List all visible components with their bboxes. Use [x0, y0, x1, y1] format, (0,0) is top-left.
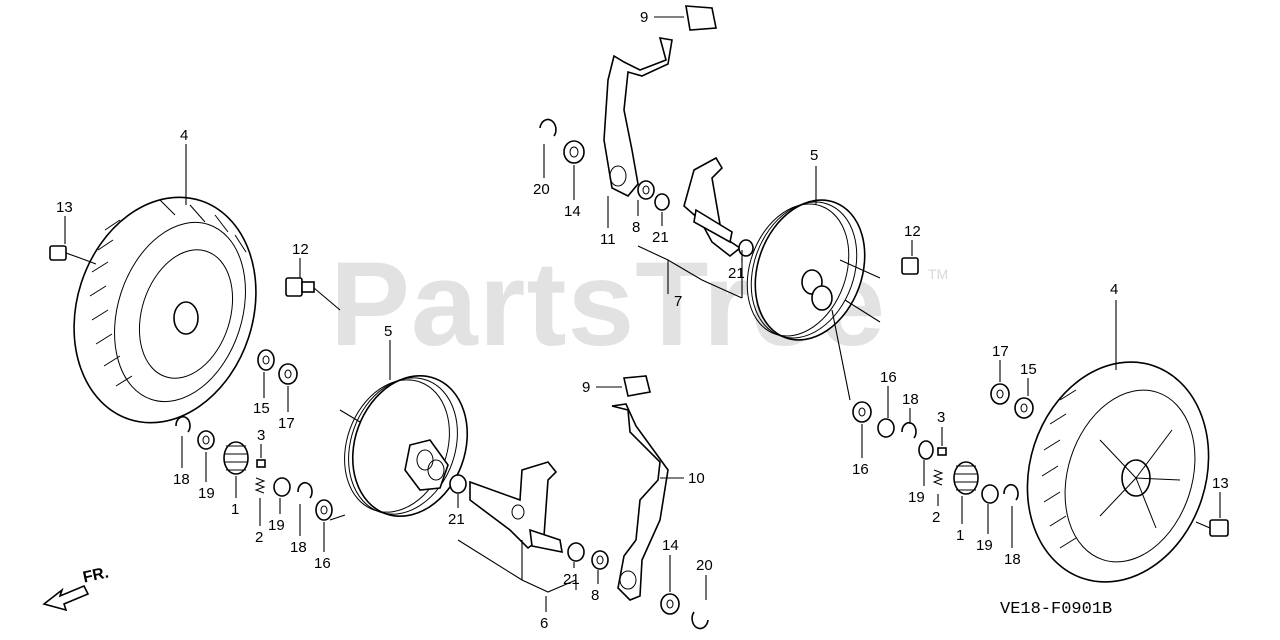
cap-part-9-lower[interactable] — [623, 375, 651, 397]
callout-18-left-2: 18 — [290, 539, 307, 556]
cap-part-9-upper[interactable] — [685, 5, 717, 31]
lever-part-11[interactable] — [603, 37, 673, 197]
bolt-part-13-left[interactable] — [49, 245, 81, 261]
callout-20-upper: 20 — [533, 181, 550, 198]
callout-21-center-right: 21 — [563, 571, 580, 588]
callout-7: 7 — [674, 293, 682, 310]
bolt-part-12-right[interactable] — [901, 257, 919, 275]
callout-14-lower: 14 — [662, 537, 679, 554]
callout-6: 6 — [540, 615, 548, 632]
bushing-part-8-upper[interactable] — [637, 180, 655, 200]
washer-part-14-upper[interactable] — [563, 140, 585, 164]
lever-part-10[interactable] — [611, 403, 669, 601]
gear-part-1-right[interactable] — [953, 461, 979, 495]
washer-part-15-left[interactable] — [257, 349, 275, 371]
callout-2-left: 2 — [255, 529, 263, 546]
callout-4-right: 4 — [1110, 281, 1118, 298]
shaft-bracket-part-7[interactable] — [683, 156, 742, 258]
bearing-part-21-upper-2[interactable] — [738, 239, 754, 257]
callout-18-right: 18 — [902, 391, 919, 408]
washer-part-17-right[interactable] — [990, 383, 1010, 405]
clip-part-18-left-2[interactable] — [297, 481, 313, 499]
callout-12-right: 12 — [904, 223, 921, 240]
bolt-part-13-right[interactable] — [1195, 519, 1229, 537]
callout-13-right: 13 — [1212, 475, 1229, 492]
washer-part-19-right-2[interactable] — [981, 484, 999, 504]
callout-18-left: 18 — [173, 471, 190, 488]
callout-16-right-2: 16 — [852, 461, 869, 478]
callout-5-right: 5 — [810, 147, 818, 164]
washer-part-19-left[interactable] — [197, 430, 215, 450]
callout-17-left: 17 — [278, 415, 295, 432]
clip-part-18-right[interactable] — [901, 421, 917, 439]
trademark-mark: TM — [928, 266, 949, 282]
shaft-bracket-part-6[interactable] — [469, 461, 563, 554]
callout-11: 11 — [600, 231, 616, 248]
washer-part-15-right[interactable] — [1014, 397, 1034, 419]
spring-part-2-left[interactable] — [254, 477, 266, 494]
callout-8-upper: 8 — [632, 219, 640, 236]
callout-12-left: 12 — [292, 241, 309, 258]
gear-part-1-left[interactable] — [223, 441, 249, 475]
callout-17-right: 17 — [992, 343, 1009, 360]
clip-part-20-upper[interactable] — [539, 118, 557, 137]
washer-part-16-right[interactable] — [852, 401, 872, 423]
callout-16-left: 16 — [314, 555, 331, 572]
bolt-part-12-left[interactable] — [285, 277, 315, 297]
callout-19-left-2: 19 — [268, 517, 285, 534]
callout-21-center-left: 21 — [448, 511, 465, 528]
clip-part-18-left[interactable] — [175, 415, 191, 433]
bearing-part-21-left-2[interactable] — [567, 542, 585, 562]
washer-part-14-lower[interactable] — [660, 593, 680, 615]
callout-21-upper: 21 — [652, 229, 669, 246]
bearing-part-21-left[interactable] — [449, 474, 467, 494]
washer-part-17-left[interactable] — [278, 363, 298, 385]
pin-part-3-right[interactable] — [937, 447, 947, 456]
callout-9-lower: 9 — [582, 379, 590, 396]
washer-part-19-left-2[interactable] — [273, 477, 291, 497]
pin-part-3-left[interactable] — [256, 459, 266, 468]
callout-16-right: 16 — [880, 369, 897, 386]
washer-part-19-right[interactable] — [918, 440, 934, 460]
callout-18-right-2: 18 — [1004, 551, 1021, 568]
callout-13-left: 13 — [56, 199, 73, 216]
callout-9-upper: 9 — [640, 9, 648, 26]
callout-20-lower: 20 — [696, 557, 713, 574]
spring-part-2-right[interactable] — [932, 469, 944, 486]
callout-1-right: 1 — [956, 527, 964, 544]
front-direction-arrow-icon — [42, 584, 90, 612]
callout-19-left: 19 — [198, 485, 215, 502]
callout-15-right: 15 — [1020, 361, 1037, 378]
callout-19-right: 19 — [908, 489, 925, 506]
callout-14-upper: 14 — [564, 203, 581, 220]
callout-1-left: 1 — [231, 501, 239, 518]
callout-3-left: 3 — [257, 427, 265, 444]
clip-part-18-right-2[interactable] — [1003, 483, 1019, 501]
callout-10: 10 — [688, 470, 705, 487]
callout-8-lower: 8 — [591, 587, 599, 604]
callout-15-left: 15 — [253, 400, 270, 417]
bearing-part-21-upper[interactable] — [654, 193, 670, 211]
washer-part-16-right-2[interactable] — [877, 418, 895, 438]
drawing-code: VE18-F0901B — [1000, 600, 1113, 619]
drive-pulley-part-5-right[interactable] — [730, 185, 884, 356]
drive-pulley-part-5-left[interactable] — [327, 360, 487, 533]
left-wheel-part-4[interactable] — [46, 173, 284, 446]
callout-3-right: 3 — [937, 409, 945, 426]
bushing-part-8-left[interactable] — [591, 550, 609, 570]
callout-21-upper-2: 21 — [728, 265, 745, 282]
right-wheel-part-4[interactable] — [1000, 338, 1237, 605]
clip-part-20-lower[interactable] — [691, 611, 709, 630]
callout-2-right: 2 — [932, 509, 940, 526]
washer-part-16-left[interactable] — [315, 499, 333, 521]
callout-4-left: 4 — [180, 127, 188, 144]
callout-19-right-2: 19 — [976, 537, 993, 554]
callout-5-left: 5 — [384, 323, 392, 340]
